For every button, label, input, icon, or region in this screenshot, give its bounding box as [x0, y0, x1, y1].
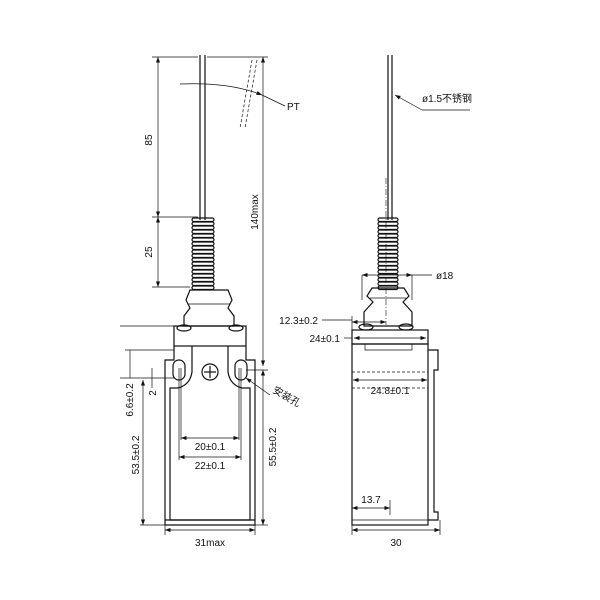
spring-coil: [191, 245, 215, 251]
side-view: ø1.5不锈钢 ø18 12.3±0.2 24±0.1 24.8±0.1 13.…: [279, 55, 472, 549]
dim-24-label: 24±0.1: [309, 334, 340, 345]
side-body: [351, 343, 429, 526]
spring-coil: [191, 229, 215, 235]
spring-coil: [191, 261, 215, 267]
dim-85-label: 85: [144, 134, 155, 146]
pt-label: PT: [287, 102, 300, 113]
screw-head-left: [176, 324, 192, 332]
spring-coil: [377, 265, 399, 271]
side-head: [351, 329, 429, 345]
plunger-cap: [183, 289, 235, 327]
spring-coil: [191, 217, 215, 223]
spring-coil: [191, 253, 215, 259]
spring-coil: [191, 249, 215, 255]
spring: [191, 217, 215, 291]
body-outline: [164, 346, 256, 526]
spring-coil: [191, 221, 215, 227]
dim-d18-label: ø18: [436, 271, 454, 282]
spring-coil: [377, 229, 399, 235]
center-screw: [201, 363, 219, 381]
pt-leader: [261, 94, 286, 107]
side-plate: [428, 349, 439, 521]
spring-coil: [191, 237, 215, 243]
spring-coil: [191, 273, 215, 279]
spring-coil: [191, 225, 215, 231]
side-screw-left: [358, 323, 374, 331]
screw-head-right: [228, 324, 244, 332]
dim-20-label: 20±0.1: [195, 442, 226, 453]
spring-coil: [377, 257, 399, 263]
spring-coil: [377, 277, 399, 283]
spring-coil: [377, 261, 399, 267]
spring-coil: [191, 265, 215, 271]
pt-dashed-rod-edge: [244, 59, 258, 129]
spring-coil: [377, 281, 399, 287]
spring-coil: [191, 257, 215, 263]
spring-coil: [377, 273, 399, 279]
dim-12-3-label: 12.3±0.2: [279, 316, 318, 327]
dim-30-label: 30: [390, 538, 402, 549]
spring-coil: [377, 233, 399, 239]
mounting-hole-label: 安装孔: [271, 383, 303, 409]
spring-coil: [191, 233, 215, 239]
rod-leader: [394, 94, 423, 111]
spring-coil: [191, 241, 215, 247]
side-plunger-cap: [363, 287, 413, 327]
dim-24-8-label: 24.8±0.1: [371, 386, 410, 397]
dim-140max-label: 140max: [250, 194, 261, 230]
spring-coil: [377, 225, 399, 231]
side-screw-right: [398, 323, 414, 331]
spring-coil: [377, 221, 399, 227]
spring-coil: [377, 237, 399, 243]
side-head-step: [364, 344, 413, 351]
dim-53-5-label: 53.5±0.2: [131, 435, 142, 474]
dim-13-7-label: 13.7: [361, 495, 381, 506]
spring-coil: [191, 269, 215, 275]
pt-arc-arrow: [179, 83, 263, 96]
dim-2-label: 2: [148, 390, 159, 396]
dim-31max-label: 31max: [195, 538, 225, 549]
spring-coil: [377, 253, 399, 259]
mounting-hole-leader: [245, 377, 271, 396]
dim-6-6-label: 6.6±0.2: [125, 383, 136, 417]
dim-25-label: 25: [144, 246, 155, 258]
rod-label: ø1.5不锈钢: [422, 92, 472, 105]
side-spring: [377, 217, 399, 291]
spring-coil: [377, 249, 399, 255]
spring-coil: [191, 277, 215, 283]
front-view: PT 85 25 140max 55.5±0.2 6.6±0.2 2 53.5±…: [120, 55, 303, 549]
spring-coil: [191, 285, 215, 291]
spring-coil: [377, 241, 399, 247]
spring-coil: [377, 245, 399, 251]
head-flange: [173, 325, 247, 347]
spring-coil: [191, 281, 215, 287]
spring-coil: [377, 269, 399, 275]
dim-22-label: 22±0.1: [195, 461, 226, 472]
pt-dashed-rod: [239, 59, 253, 129]
dim-55-5-label: 55.5±0.2: [268, 427, 279, 466]
